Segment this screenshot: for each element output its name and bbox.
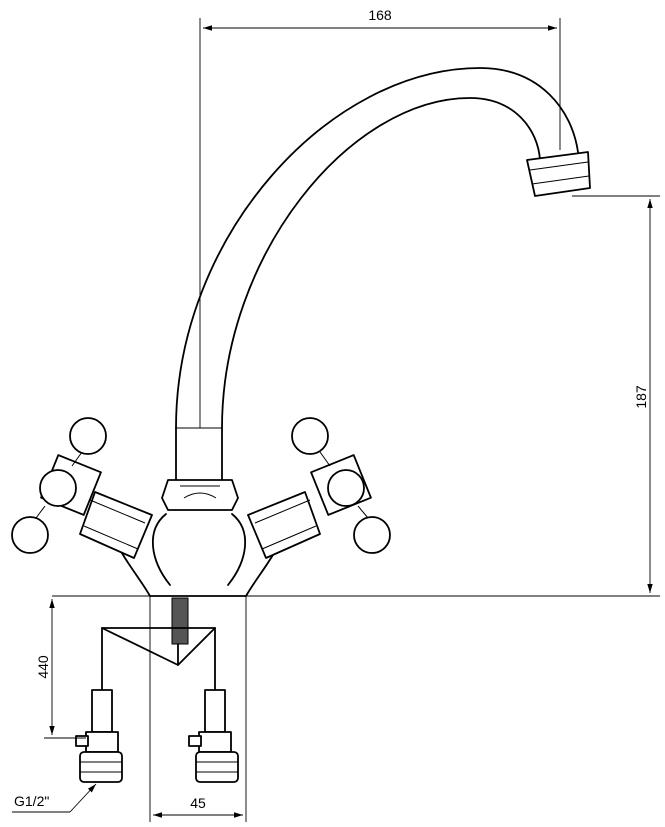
- aerator: [526, 151, 591, 197]
- dimension-spout-reach: 168: [199, 7, 561, 428]
- spout-height-label: 187: [633, 385, 649, 409]
- dimension-spout-height: 187: [52, 195, 660, 597]
- thread-label: G1/2": [14, 793, 49, 809]
- left-handle: [11, 417, 153, 559]
- hose-length-label: 440: [35, 655, 51, 679]
- dimension-base-spacing: 45: [149, 596, 247, 822]
- dimension-hose-length: 440: [35, 599, 86, 739]
- spout: [175, 67, 579, 429]
- supply-hoses: [101, 627, 216, 691]
- right-handle: [247, 417, 391, 559]
- mounting-stud: [171, 597, 189, 645]
- base-spacing-label: 45: [190, 795, 206, 811]
- spout-reach-label: 168: [368, 7, 392, 23]
- right-hose-connector: [188, 689, 239, 783]
- spout-column: [161, 427, 239, 511]
- left-hose-connector: [75, 689, 123, 783]
- dimension-thread: G1/2": [12, 783, 97, 813]
